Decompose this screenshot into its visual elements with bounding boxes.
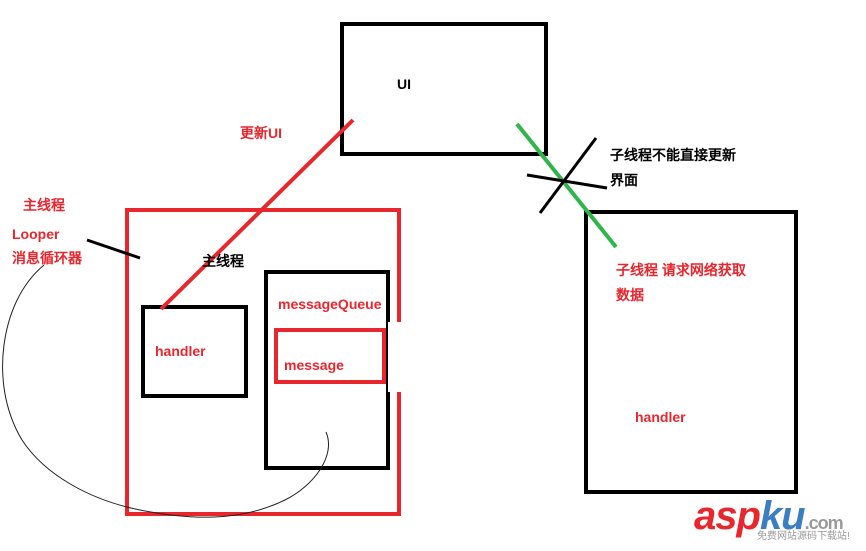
looper-loop-curve <box>2 264 329 518</box>
cross-mark-1 <box>538 137 598 214</box>
update-ui-arrow <box>159 118 355 311</box>
child-request-label-2: 数据 <box>616 287 644 303</box>
child-no-update-label-2: 界面 <box>610 172 638 188</box>
child-request-label-1: 子线程 请求网络获取 <box>616 262 746 278</box>
child-no-update-label-1: 子线程不能直接更新 <box>610 147 736 163</box>
message-queue-label: messageQueue <box>278 296 382 312</box>
ui-label: UI <box>397 76 411 92</box>
main-thread-inner-label: 主线程 <box>202 253 244 269</box>
main-thread-side-label: 主线程 <box>23 197 65 213</box>
cross-mark-2 <box>526 173 608 190</box>
update-ui-label: 更新UI <box>240 125 282 141</box>
child-thread-box <box>584 210 798 494</box>
handler-child-label: handler <box>635 409 686 425</box>
message-box <box>274 328 386 384</box>
looper-label: Looper <box>12 226 60 242</box>
ui-box <box>340 22 548 156</box>
looper-pointer <box>86 238 141 260</box>
watermark-suffix: .com <box>804 513 844 533</box>
handler-box <box>141 305 248 398</box>
watermark-brand-2: ku <box>759 494 806 538</box>
blocked-update-line <box>515 122 618 249</box>
queue-gap <box>388 322 401 392</box>
watermark-brand-1: asp <box>694 494 761 538</box>
watermark-logo: aspku.com <box>694 494 844 538</box>
message-loop-label: 消息循环器 <box>12 250 82 266</box>
handler-main-label: handler <box>155 343 206 359</box>
watermark-tagline: 免费网站源码下载站! <box>757 531 850 542</box>
message-label: message <box>284 357 344 373</box>
